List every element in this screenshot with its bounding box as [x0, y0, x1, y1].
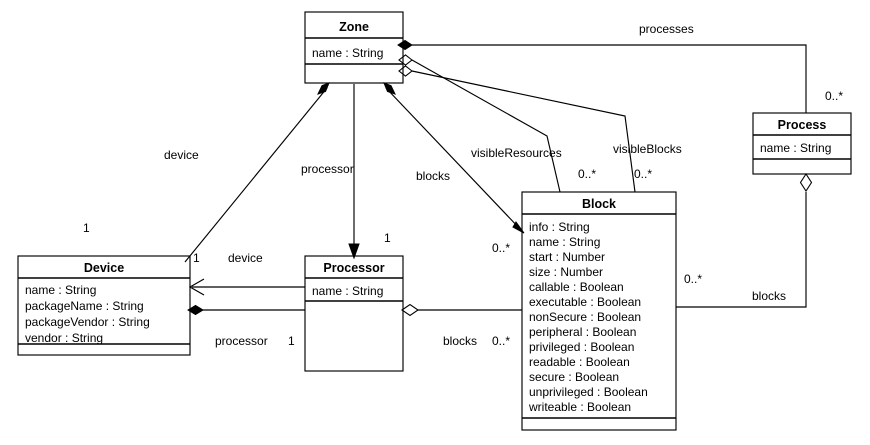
edge-line: [411, 70, 636, 193]
filled-diamond-marker: [187, 304, 204, 316]
arrowhead-marker: [512, 221, 525, 234]
class-box-rect: [752, 112, 852, 175]
edge-processor-blocks-block: blocks 0..*: [401, 303, 522, 348]
multiplicity-blocks-zone: 0..*: [492, 241, 510, 255]
multiplicity-visible-blocks: 0..*: [634, 167, 652, 181]
class-attribute: packageName : String: [25, 299, 144, 313]
class-attribute: peripheral : Boolean: [529, 325, 636, 339]
class-box-rect: [521, 191, 677, 431]
hollow-diamond-marker: [401, 303, 419, 317]
class-attribute: readable : Boolean: [529, 355, 630, 369]
class-name-block: Block: [582, 197, 616, 211]
class-attribute: packageVendor : String: [25, 315, 150, 329]
multiplicity-processor-device-row: 1: [288, 334, 295, 348]
class-box-block[interactable]: Block info : String name : String start …: [521, 191, 677, 431]
edge-label-visible-blocks: visibleBlocks: [613, 142, 682, 156]
edge-line: [411, 59, 561, 193]
filled-diamond-marker: [317, 82, 330, 95]
arrowhead-marker: [348, 243, 360, 260]
class-box-rect: [304, 11, 404, 84]
class-attribute: start : Number: [529, 250, 605, 264]
class-box-rect: [304, 255, 404, 372]
class-attribute: name : String: [25, 283, 96, 297]
edge-label-blocks-from-process: blocks: [752, 289, 786, 303]
class-attribute: vendor : String: [25, 331, 103, 345]
filled-diamond-marker: [383, 82, 396, 95]
class-attribute: size : Number: [529, 265, 603, 279]
class-box-process[interactable]: Process name : String: [752, 112, 852, 175]
class-attribute: callable : Boolean: [529, 280, 624, 294]
edge-label-processor-from-device: processor: [215, 334, 268, 348]
edge-processor-device-device: device 1: [188, 251, 305, 296]
multiplicity-processor-top: 1: [384, 231, 391, 245]
class-box-processor[interactable]: Processor name : String: [304, 255, 404, 372]
class-attribute: unprivileged : Boolean: [529, 385, 648, 399]
edge-label-visible-resources: visibleResources: [471, 146, 562, 160]
edge-line: [412, 44, 807, 113]
multiplicity-process-top: 0..*: [825, 89, 843, 103]
edge-line: [385, 87, 522, 231]
class-attribute: name : String: [312, 284, 383, 298]
class-name-processor: Processor: [323, 261, 384, 275]
multiplicity-device-left: 1: [83, 221, 90, 235]
multiplicity-block-process-right: 0..*: [684, 272, 702, 286]
hollow-diamond-marker: [398, 54, 413, 66]
class-attribute: nonSecure : Boolean: [529, 310, 641, 324]
class-attribute: info : String: [529, 220, 590, 234]
class-box-rect: [17, 255, 191, 356]
edge-label-processor-from-zone: processor: [301, 162, 354, 176]
edge-zone-blocks-block: blocks 0..*: [383, 82, 525, 255]
edge-zone-processes-process: processes 0..*: [397, 22, 843, 113]
edge-zone-visibleblocks-block: visibleBlocks 0..*: [398, 65, 682, 193]
edge-line: [184, 87, 328, 263]
hollow-diamond-marker: [398, 65, 413, 77]
edge-process-blocks-block: blocks 0..*: [676, 172, 813, 308]
class-attribute: secure : Boolean: [529, 370, 619, 384]
class-attribute: name : String: [312, 46, 383, 60]
class-attribute: name : String: [760, 141, 831, 155]
multiplicity-processor-blocks: 0..*: [492, 334, 510, 348]
edge-zone-device-device: device 1: [83, 82, 330, 263]
class-attribute: privileged : Boolean: [529, 340, 634, 354]
edge-label-blocks-from-processor: blocks: [443, 334, 477, 348]
hollow-diamond-marker: [799, 172, 813, 193]
class-box-zone[interactable]: Zone name : String: [304, 11, 404, 84]
edge-zone-visibleresources-block: visibleResources 0..*: [398, 54, 596, 193]
filled-diamond-marker: [397, 39, 413, 51]
edge-device-processor-processor: processor 1: [187, 304, 305, 348]
class-attribute: writeable : Boolean: [528, 400, 631, 414]
class-name-device: Device: [84, 261, 124, 275]
edge-label-blocks-from-zone: blocks: [416, 169, 450, 183]
edge-label-device-from-zone: device: [164, 148, 199, 162]
edge-label-processes: processes: [639, 22, 694, 36]
multiplicity-device-right: 1: [193, 251, 200, 265]
class-attribute: executable : Boolean: [529, 295, 641, 309]
edge-label-device-from-processor: device: [228, 251, 263, 265]
class-name-zone: Zone: [339, 20, 369, 34]
class-attribute: name : String: [529, 235, 600, 249]
class-name-process: Process: [778, 118, 827, 132]
multiplicity-visible-resources: 0..*: [578, 167, 596, 181]
edge-line: [676, 192, 807, 308]
edge-zone-processor-processor: processor 1: [301, 84, 391, 260]
class-box-device[interactable]: Device name : String packageName : Strin…: [17, 255, 191, 356]
